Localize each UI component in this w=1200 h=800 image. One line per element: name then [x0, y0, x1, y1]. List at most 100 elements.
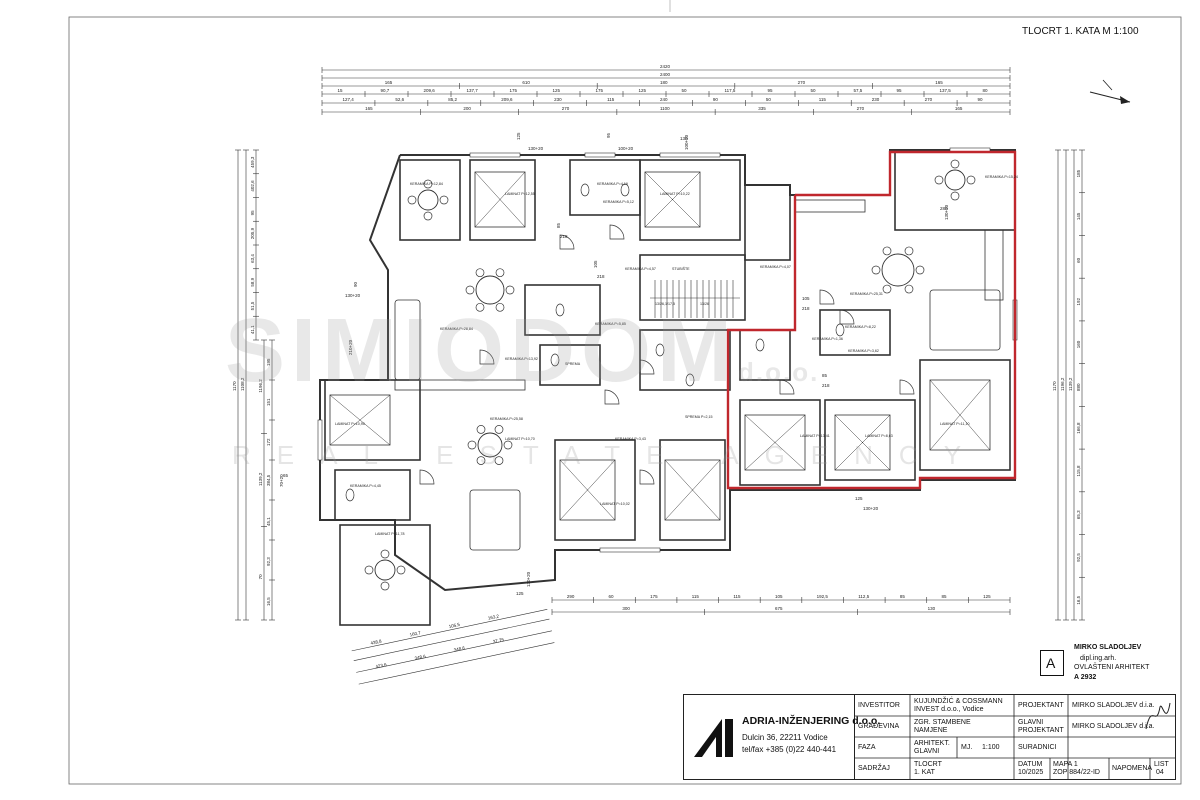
faza-value-1: ARHITEKT.	[914, 740, 950, 747]
chair	[364, 565, 374, 575]
mapa-label: MAPA 1	[1053, 761, 1078, 768]
left-dim-c-label: 402,6	[250, 180, 255, 192]
sheet-frame	[68, 0, 1182, 785]
window-symbol	[584, 152, 616, 158]
left-dim-c-label: 63,4	[250, 254, 255, 263]
mj-value: 1:100	[982, 744, 1000, 751]
dining-table-2	[477, 432, 503, 458]
highlighted-apartment-outline	[726, 150, 1017, 490]
kitchen-counter	[984, 229, 1004, 301]
watermark-main: SIMIODOM	[225, 301, 738, 401]
opening-dim-label: 130+20	[345, 293, 361, 298]
watermark-logo: SIMIODOMd.o.o.	[225, 300, 819, 403]
bed-cross	[644, 171, 701, 228]
top-row4-label: 165	[365, 106, 373, 111]
door-swing	[419, 469, 435, 485]
opening-dim-label: 218	[560, 234, 568, 239]
left-dim-e-label: 172	[266, 438, 271, 446]
top-row3-label: 115	[607, 97, 615, 102]
bottom-row1-label: 105	[775, 594, 783, 599]
top-row3-label: 127,4	[342, 97, 354, 102]
left-dim-e-label: 45,1	[266, 517, 271, 526]
door-swing	[839, 309, 855, 325]
investitor-value-2: INVEST d.o.o., Vodice	[914, 706, 984, 713]
top-overall-2-label: 2400	[660, 72, 671, 77]
title-block-grid	[854, 695, 1175, 779]
chair	[495, 268, 505, 278]
bottom-row1-label: 192,5	[817, 594, 829, 599]
bottom-row1-label: 112,5	[858, 594, 869, 599]
top-row1-label: 180	[660, 80, 668, 85]
company-address: Dulcin 36, 22211 Vodice	[742, 733, 828, 742]
right-dim-d-label: 192	[1076, 298, 1081, 306]
right-dim-d-label: 160	[1076, 340, 1081, 348]
top-row4-label: 200	[463, 106, 471, 111]
room-terrace-sw	[339, 524, 431, 626]
chair	[380, 549, 390, 559]
room-label: KERAMIKA P=8,22	[845, 325, 876, 329]
door-swing	[559, 234, 575, 250]
top-row2-label: 90,7	[381, 88, 390, 93]
opening-dim-label: 85	[822, 373, 828, 378]
room-label: KERAMIKA P=4,19	[597, 182, 628, 186]
chair	[423, 211, 433, 221]
left-dim-c-label: 459,3	[250, 156, 255, 168]
room-label: LAMINAT P=12,55	[505, 192, 535, 196]
top-row4-label: 165	[955, 106, 963, 111]
bed-cross	[329, 394, 391, 446]
chair	[380, 581, 390, 591]
top-row2-label: 137,7	[467, 88, 479, 93]
bed-cross	[474, 171, 526, 228]
datum-value: 10/2025	[1018, 769, 1044, 776]
chair	[407, 195, 417, 205]
sanitary-fixture	[685, 373, 695, 387]
sadrzaj-value-1: TLOCRT	[914, 761, 942, 768]
top-row2-label: 50	[682, 88, 688, 93]
stair-label: 13/26,1/17,5	[655, 302, 675, 306]
opening-dim-label: 130	[680, 136, 688, 141]
room-label: KERAMIKA P=4,45	[350, 484, 381, 488]
stamp-letter: A	[1046, 655, 1056, 671]
room-bedroom-1	[469, 159, 536, 241]
apartment-outline-red	[726, 150, 1017, 490]
room-label: LAMINAT P=10,95	[335, 422, 365, 426]
bottom-row1-label: 115	[733, 594, 741, 599]
left-dim-e-label: 16,5	[266, 597, 271, 606]
left-dim-e-label: 384,5	[266, 474, 271, 486]
stamp-degree: dipl.ing.arh.	[1080, 655, 1117, 662]
diagonal-dim-label: 105,5	[448, 622, 461, 629]
bottom-row2-label: 675	[775, 606, 783, 611]
left-dim-c-label: 41,1	[250, 325, 255, 334]
room-label: KERAMIKA P=5,12	[603, 200, 634, 204]
bottom-row1-label: 175	[650, 594, 658, 599]
bed-cross	[744, 414, 806, 471]
room-label: LAMINAT P=10,22	[660, 192, 690, 196]
stamp-number: A 2932	[1074, 674, 1097, 681]
top-row3-label: 240	[660, 97, 668, 102]
left-dim-c-label: 51,5	[250, 301, 255, 310]
floor-plan-walls	[317, 147, 1018, 626]
chair	[494, 425, 504, 434]
left-dim-c-label: 95	[250, 210, 255, 216]
top-row3-label: 230	[554, 97, 562, 102]
opening-dim-label: 130+20	[863, 506, 879, 511]
right-dim-d-label: 166,8	[1076, 422, 1081, 434]
door-swing	[609, 224, 625, 240]
top-row3-label: 52,6	[395, 97, 404, 102]
datum-label: DATUM	[1018, 761, 1043, 768]
chair	[439, 195, 449, 205]
chair	[476, 425, 486, 434]
left-dim-e-label: 151	[266, 398, 271, 406]
top-row2-label: 125	[639, 88, 647, 93]
bottom-row2-label: 300	[622, 606, 630, 611]
top-row4-label: 270	[562, 106, 570, 111]
left-dim-e-label: 92,3	[266, 557, 271, 566]
right-dim-d-label: 92,5	[1076, 553, 1081, 562]
diagonal-dim-label: 163,2	[487, 613, 500, 620]
opening-dim-label: 105	[802, 296, 810, 301]
top-row2-label: 15	[338, 88, 344, 93]
chair	[396, 565, 406, 575]
right-dim-a-label: 1170	[1052, 381, 1057, 391]
